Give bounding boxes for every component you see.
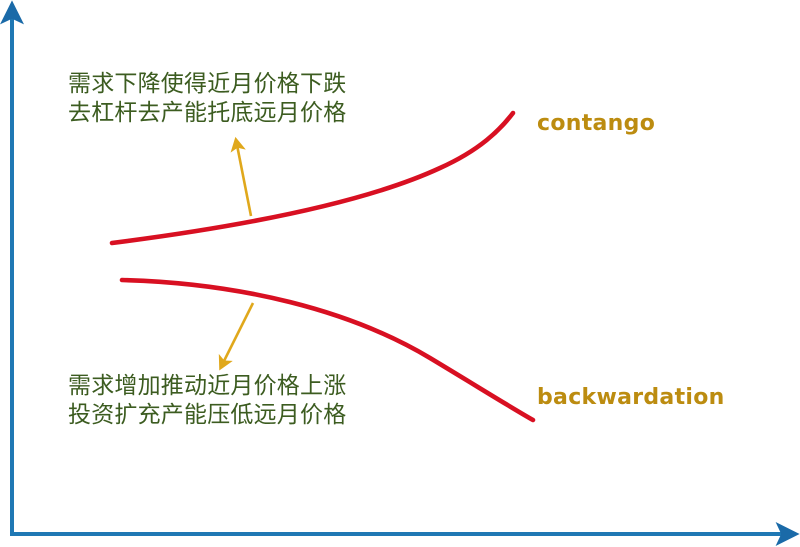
backwardation-explanation-line-1: 需求增加推动近月价格上涨	[68, 373, 347, 399]
downward-pointer-arrow	[218, 302, 255, 371]
contango-explanation-text: 需求下降使得近月价格下跌 去杠杆去产能托底远月价格	[68, 70, 346, 128]
backwardation-curve	[119, 277, 536, 423]
backwardation-curve-label: backwardation	[537, 385, 725, 410]
contango-explanation-line-2: 去杠杆去产能托底远月价格	[68, 100, 347, 126]
backwardation-explanation-line-2: 投资扩充产能压低远月价格	[68, 402, 347, 428]
contango-explanation-line-1: 需求下降使得近月价格下跌	[68, 71, 347, 97]
upward-pointer-arrow	[230, 136, 253, 217]
contango-curve-label: contango	[537, 111, 656, 136]
contango-curve	[109, 110, 516, 246]
backwardation-explanation-text: 需求增加推动近月价格上涨 投资扩充产能压低远月价格	[68, 372, 346, 430]
